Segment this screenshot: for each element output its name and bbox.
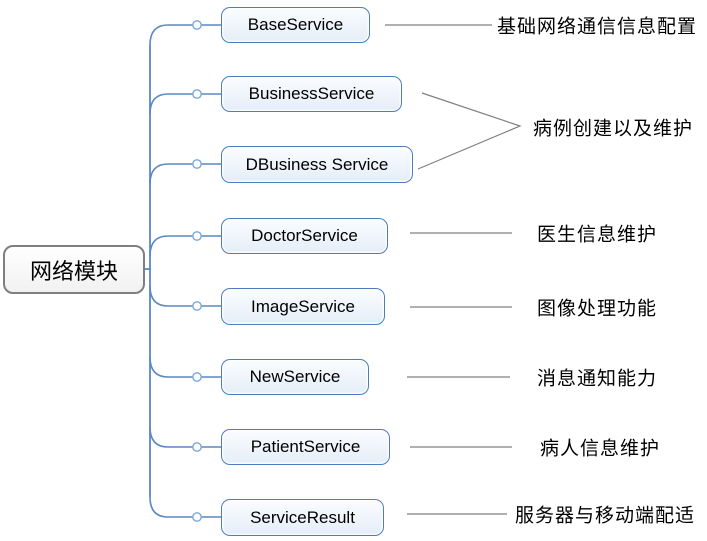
branch-image-service	[149, 285, 221, 307]
connector-dot	[192, 442, 202, 452]
connector-dot	[192, 159, 202, 169]
node-new-service: NewService	[221, 359, 369, 395]
annotation-image-service: 图像处理功能	[537, 298, 658, 320]
node-image-service: ImageService	[221, 288, 385, 325]
branch-service-result	[149, 496, 221, 518]
annotation-service-result: 服务器与移动端配适	[515, 505, 696, 527]
node-business-service: BusinessService	[221, 76, 402, 112]
annotation-case-services: 病例创建以及维护	[533, 118, 694, 140]
branch-dbusiness-service	[149, 163, 221, 185]
node-service-result: ServiceResult	[221, 499, 384, 536]
branch-base-service	[149, 24, 221, 46]
branch-new-service	[149, 356, 221, 378]
annotation-base-service: 基础网络通信信息配置	[497, 16, 698, 38]
root-node-network-module: 网络模块	[3, 245, 145, 294]
node-patient-service: PatientService	[221, 429, 390, 465]
connector-dot	[192, 89, 202, 99]
annotation-doctor-service: 医生信息维护	[537, 224, 658, 246]
branch-doctor-service	[149, 235, 221, 257]
branch-business-service	[149, 93, 221, 115]
node-doctor-service: DoctorService	[221, 218, 388, 254]
node-dbusiness-service: DBusiness Service	[221, 146, 413, 183]
connector-dot	[192, 301, 202, 311]
connector-dot	[192, 231, 202, 241]
branch-patient-service	[149, 426, 221, 448]
node-base-service: BaseService	[221, 7, 370, 43]
annotation-new-service: 消息通知能力	[537, 368, 658, 390]
annotation-line-case-services	[417, 92, 522, 170]
connector-dot	[192, 20, 202, 30]
connector-dot	[192, 512, 202, 522]
annotation-patient-service: 病人信息维护	[540, 438, 661, 460]
connector-dot	[192, 372, 202, 382]
